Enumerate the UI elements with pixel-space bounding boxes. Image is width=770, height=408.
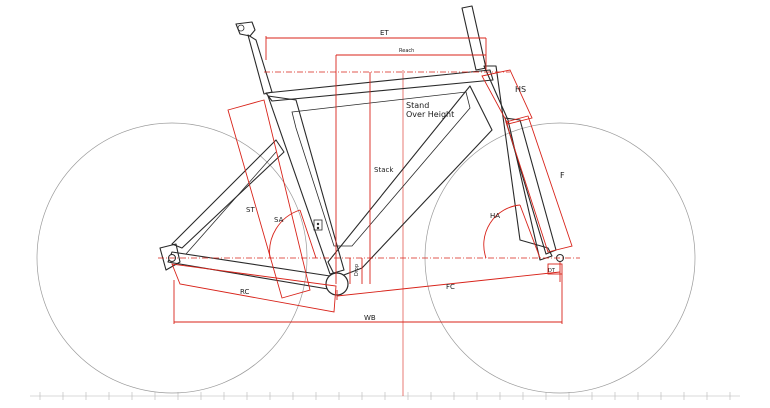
seat-tube [267,95,345,275]
seat-stay [171,139,285,249]
ground-ticks [30,392,740,400]
label-hs: HS [515,85,526,94]
top-tube [265,69,494,102]
label-stand-line2: Over Height [406,110,454,119]
label-et: ET [380,29,389,37]
label-stack: Stack [374,166,394,174]
label-ha: HA [490,212,500,220]
dimension-labels: ET Reach HS Stand Over Height Stack ST S… [240,29,565,322]
label-stand-line1: Stand [406,101,429,110]
bike-frame [159,5,557,296]
label-sa: SA [274,216,284,224]
rear-dropout [159,243,181,271]
label-reach: Reach [399,48,414,54]
label-f: F [560,171,565,180]
label-drop: Drop [354,264,360,276]
frame-window [291,91,471,247]
geometry-dimensions [158,36,580,324]
label-wb: WB [364,314,376,322]
down-tube [327,85,493,279]
label-rc: RC [240,288,250,296]
label-st: ST [246,206,255,214]
seatpost [247,34,273,95]
label-dt: DT [548,268,556,274]
label-fc: FC [446,283,455,291]
saddle-clamp [235,21,256,37]
